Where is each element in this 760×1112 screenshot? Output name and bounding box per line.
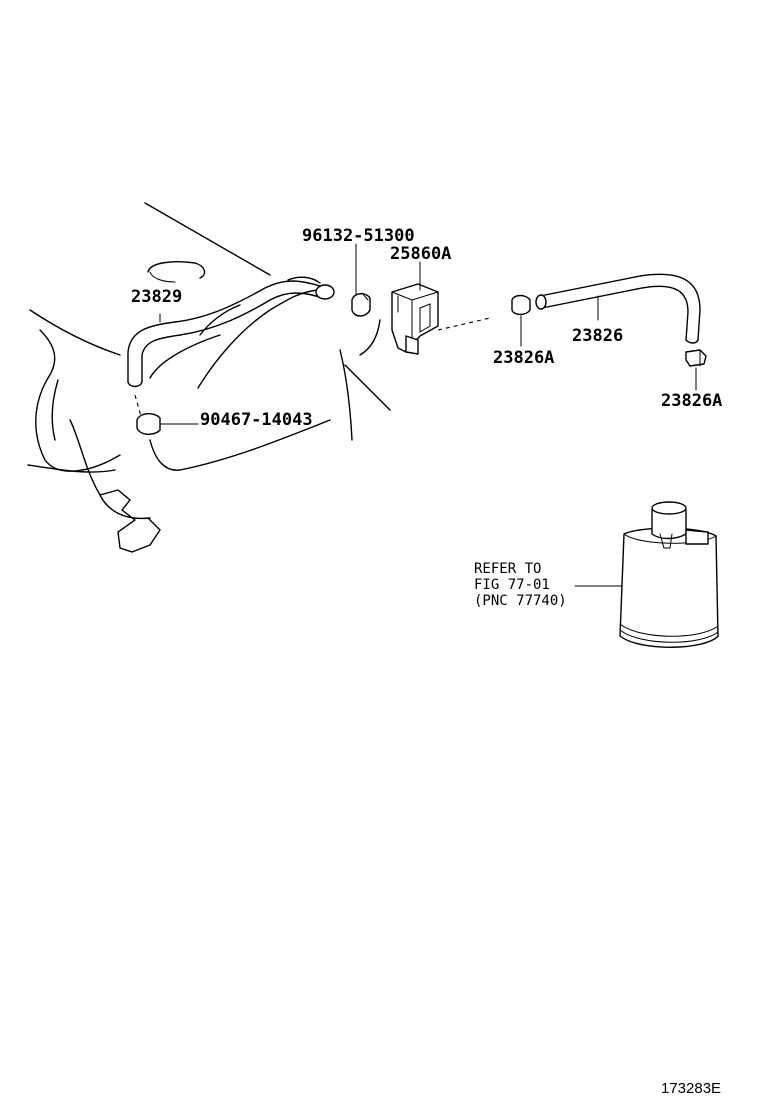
leader-lines [159, 243, 697, 587]
label-23826a-2: 23826A [661, 391, 722, 411]
figure-id: 173283E [661, 1080, 721, 1097]
ring-23829-icon [147, 261, 206, 279]
canister-icon[interactable] [619, 501, 719, 648]
label-90467-14043: 90467-14043 [200, 410, 313, 430]
label-96132-51300: 96132-51300 [302, 226, 415, 246]
clip-90467-icon[interactable] [134, 394, 164, 435]
label-23826: 23826 [572, 326, 623, 346]
hose-23829[interactable] [127, 280, 335, 388]
label-23829: 23829 [131, 287, 182, 307]
tube-23826[interactable] [535, 273, 701, 344]
clamp-96132-icon[interactable] [351, 292, 371, 317]
refer-line-1: REFER TO [474, 561, 541, 577]
refer-line-3: (PNC 77740) [474, 593, 567, 609]
valve-25860a-icon[interactable] [391, 283, 439, 355]
label-23826a-1: 23826A [493, 348, 554, 368]
engine-outline [27, 202, 391, 553]
clamp-23826a-2-icon[interactable] [685, 349, 707, 367]
refer-line-2: FIG 77-01 [474, 577, 550, 593]
clamp-23826a-1-icon[interactable] [511, 294, 531, 316]
label-25860a: 25860A [390, 244, 451, 264]
